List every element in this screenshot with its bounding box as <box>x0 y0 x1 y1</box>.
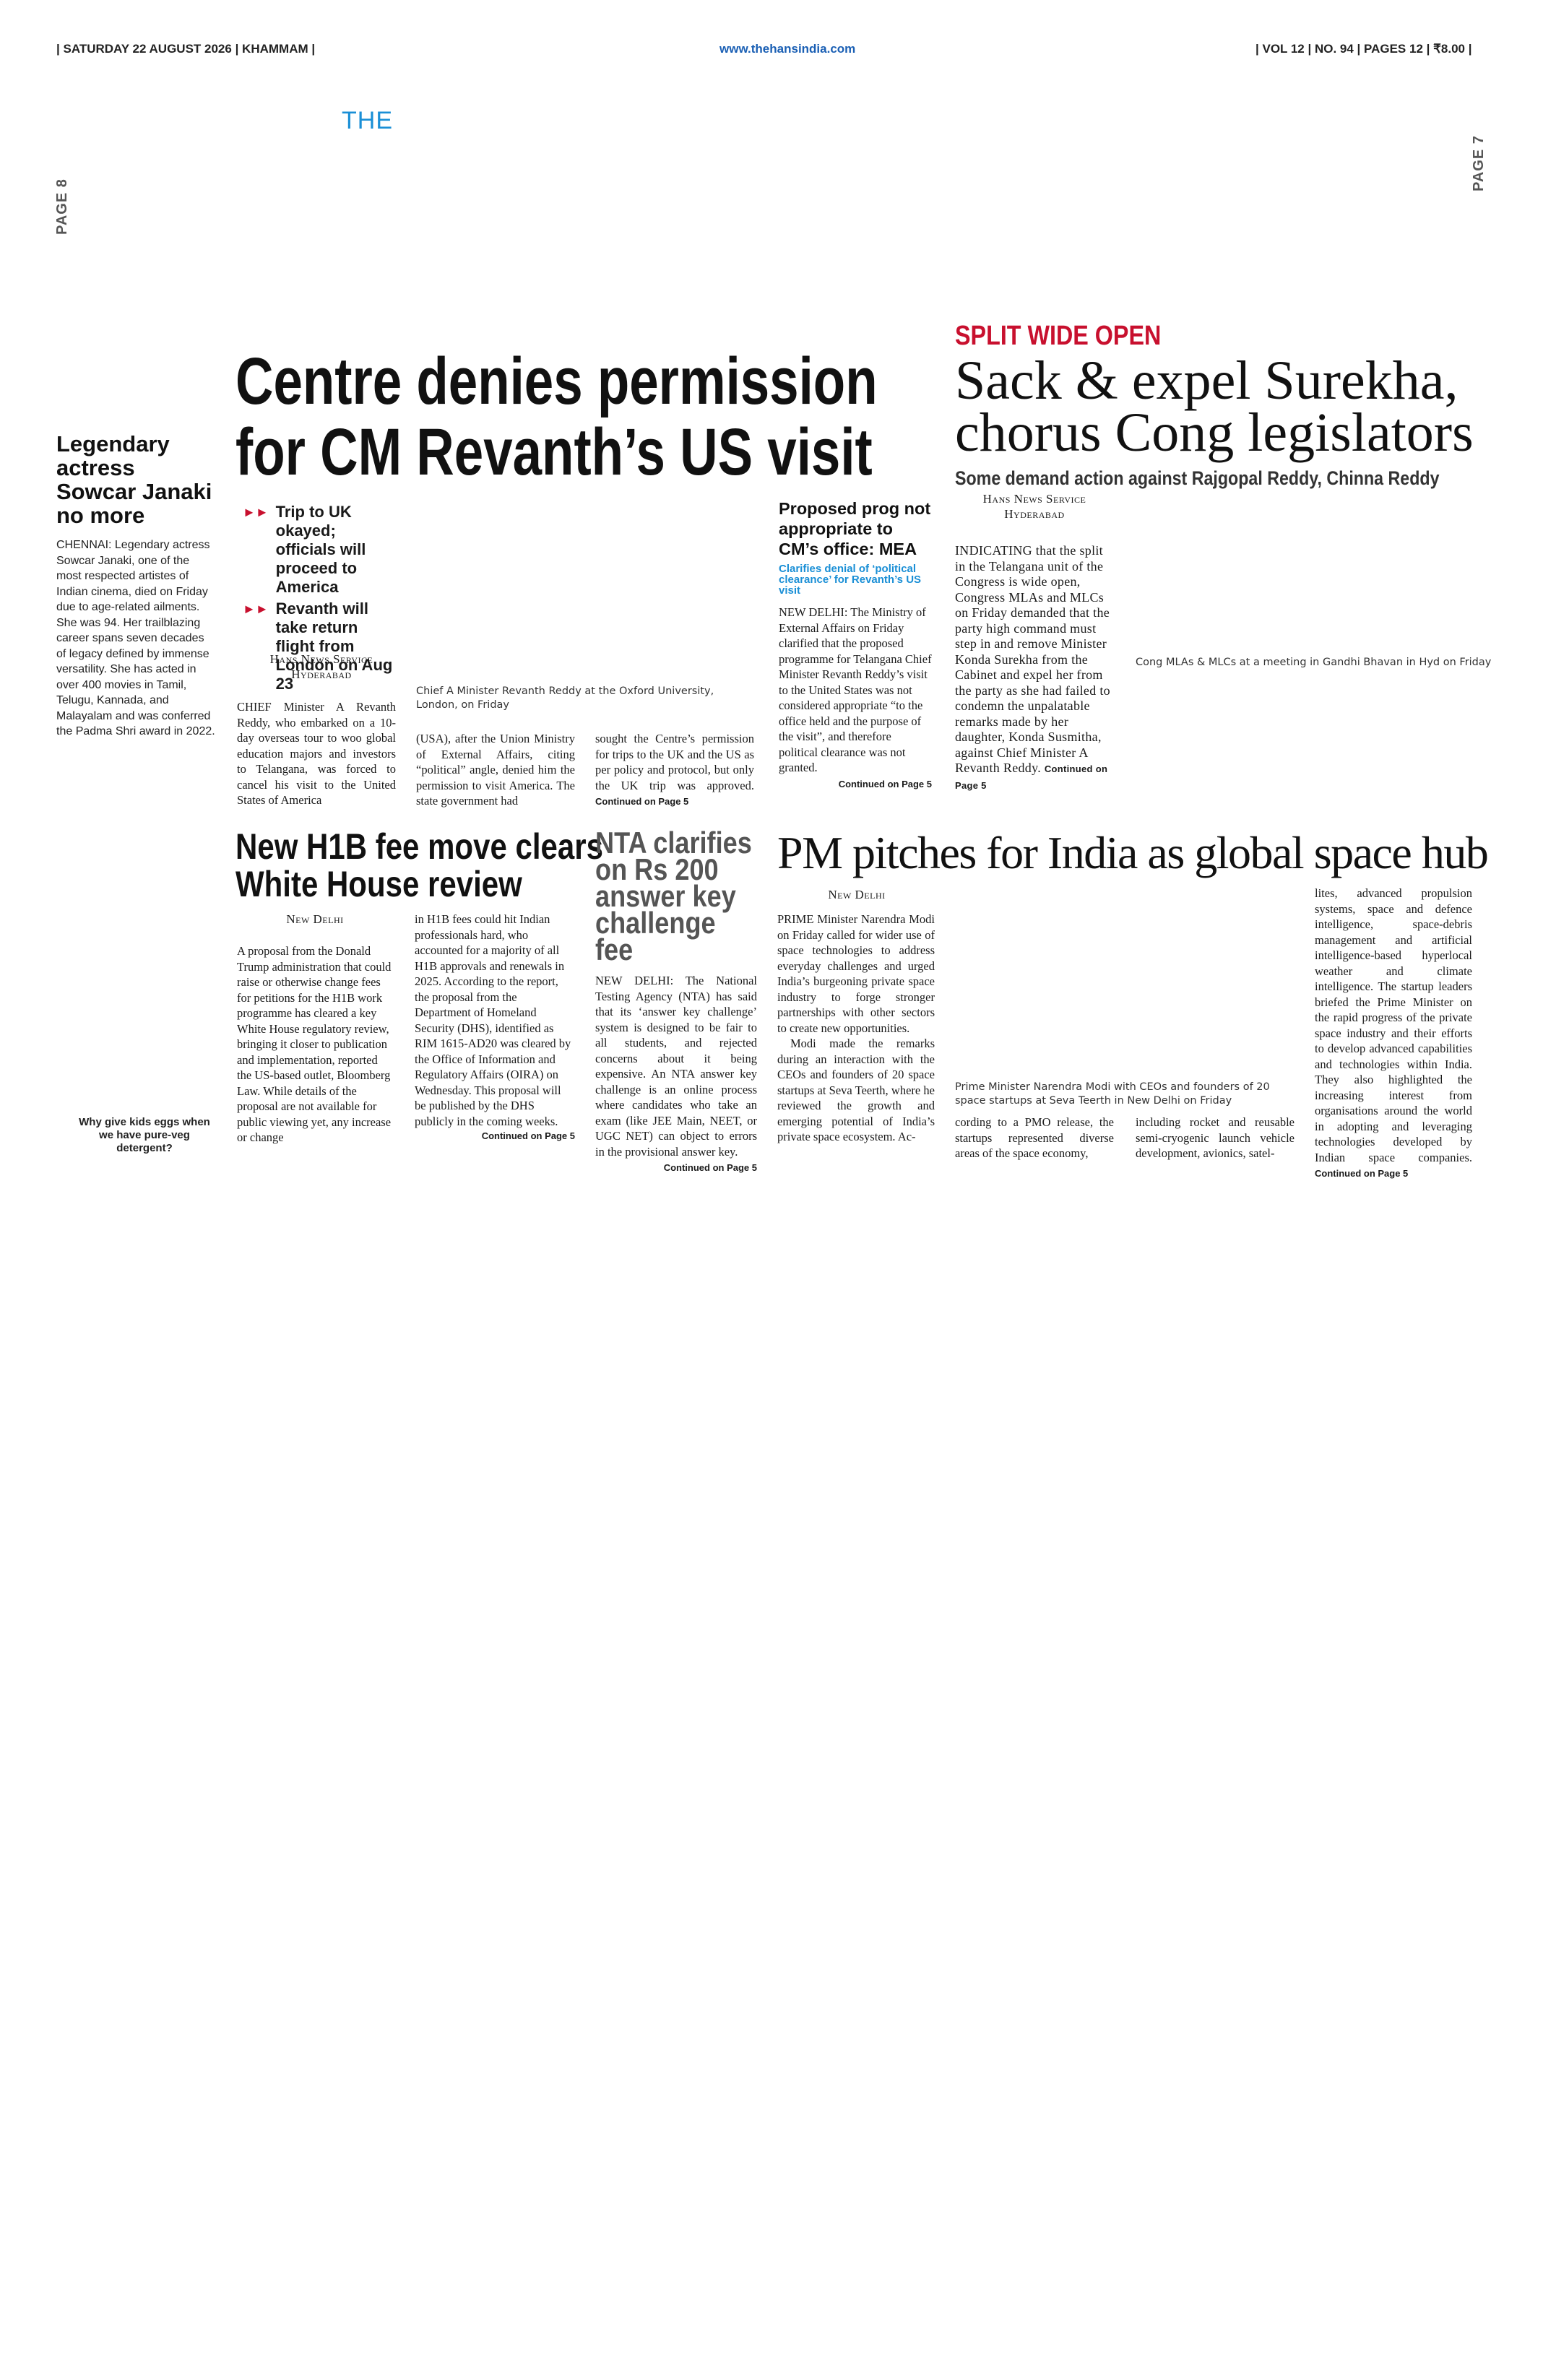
website-link[interactable]: www.thehansindia.com <box>719 42 856 56</box>
page-right-label[interactable]: PAGE 7 <box>1471 135 1487 191</box>
lead-headline-line-2: for CM Revanth’s US visit <box>235 415 873 489</box>
space-para-1: PRIME Minister Narendra Modi on Friday c… <box>777 912 935 1035</box>
space-body-col-2: cording to a PMO release, the startups r… <box>955 1115 1114 1160</box>
surekha-headline-line-1: Sack & expel Surekha, <box>955 350 1458 411</box>
lead-bullet: ►► Trip to UK okayed; officials will pro… <box>243 503 394 597</box>
byline-place: Hyderabad <box>1004 507 1065 521</box>
continued-link[interactable]: Continued on Page 5 <box>595 796 689 807</box>
h1b-headline-line-2: White House review <box>235 864 522 904</box>
sidebar-teaser[interactable]: Why give kids eggs when we have pure-veg… <box>79 1116 210 1154</box>
byline-agency: Hans News Service <box>982 492 1086 506</box>
space-body-col-3: including rocket and reusable semi-cryog… <box>1136 1115 1295 1160</box>
space-byline: New Delhi <box>828 888 886 901</box>
lead-byline: Hans News Service Hyderabad <box>260 652 383 682</box>
lead-bullet-text: Trip to UK okayed; officials will procee… <box>275 503 366 596</box>
space-body-col-1: PRIME Minister Narendra Modi on Friday c… <box>777 912 935 1145</box>
nta-headline[interactable]: NTA clarifies on Rs 200 answer key chall… <box>595 826 752 966</box>
space-photo <box>955 887 1290 1079</box>
nta-body: NEW DELHI: The National Testing Agency (… <box>595 974 757 1159</box>
lead-headline-line-1: Centre denies permission <box>235 345 878 418</box>
surekha-headline-line-2: chorus Cong legislators <box>955 402 1474 463</box>
surekha-kicker: SPLIT WIDE OPEN <box>955 321 1162 351</box>
h1b-col-2-wrap: in H1B fees could hit Indian professiona… <box>415 912 575 1141</box>
surekha-subhead: Some demand action against Rajgopal Redd… <box>955 467 1440 489</box>
lead-photo-caption: Chief A Minister Revanth Reddy at the Ox… <box>416 685 714 711</box>
lead-body-col-2: (USA), after the Union Ministry of Exter… <box>416 732 575 808</box>
space-body-col-4: lites, advanced propulsion systems, spac… <box>1315 886 1472 1182</box>
logo-text: THE <box>342 107 393 134</box>
continued-link[interactable]: Continued on Page 5 <box>481 1130 575 1141</box>
h1b-byline: New Delhi <box>286 912 344 926</box>
h1b-headline-line-1: New H1B fee move clears <box>235 826 603 867</box>
surekha-photo-caption: Cong MLAs & MLCs at a meeting in Gandhi … <box>1136 657 1492 668</box>
space-headline[interactable]: PM pitches for India as global space hub <box>777 827 1489 878</box>
lead-col-3-text: sought the Centre’s permission for trips… <box>595 732 754 792</box>
sidebar-body: CHENNAI: Legendary actress Sowcar Janaki… <box>56 539 215 737</box>
lead-bullet-text: Revanth will take return flight from Lon… <box>275 600 393 693</box>
surekha-byline: Hans News Service Hyderabad <box>955 491 1114 522</box>
double-arrow-icon: ►► <box>243 505 269 519</box>
lead-headline[interactable]: Centre denies permission for CM Revanth’… <box>235 345 929 488</box>
h1b-body-col-2: in H1B fees could hit Indian professiona… <box>415 912 571 1128</box>
continued-link[interactable]: Continued on Page 5 <box>663 1162 757 1173</box>
mea-story: Proposed prog not appropriate to CM’s of… <box>779 498 932 789</box>
lead-photo <box>416 503 731 680</box>
page-left-label[interactable]: PAGE 8 <box>54 178 70 235</box>
space-col-4-text: lites, advanced propulsion systems, spac… <box>1315 886 1472 1164</box>
byline-place: Hyderabad <box>291 667 352 681</box>
mea-subhead: Clarifies denial of ‘political clearance… <box>779 563 922 597</box>
continued-link[interactable]: Continued on Page 5 <box>838 778 932 789</box>
space-photo-caption: Prime Minister Narendra Modi with CEOs a… <box>955 1081 1270 1107</box>
issue-line: | VOL 12 | NO. 94 | PAGES 12 | ₹8.00 | <box>1255 42 1472 56</box>
lead-body-col-1: CHIEF Minister A Revanth Reddy, who emba… <box>237 700 396 807</box>
surekha-headline[interactable]: Sack & expel Surekha, chorus Cong legisl… <box>955 350 1475 463</box>
nta-story: NTA clarifies on Rs 200 answer key chall… <box>595 826 757 1174</box>
lead-bullet: ►► Revanth will take return flight from … <box>243 600 394 693</box>
surekha-story: SPLIT WIDE OPEN Sack & expel Surekha, ch… <box>955 321 1475 490</box>
sidebar-headline[interactable]: Legendary actress Sowcar Janaki no more <box>56 431 212 528</box>
sidebar-brief: Legendary actress Sowcar Janaki no more … <box>56 432 217 740</box>
surekha-photo <box>1136 493 1459 648</box>
continued-link[interactable]: Continued on Page 5 <box>955 763 1108 791</box>
byline-agency: Hans News Service <box>269 652 373 666</box>
double-arrow-icon: ►► <box>243 602 269 616</box>
lead-bullets: ►► Trip to UK okayed; officials will pro… <box>243 503 394 693</box>
date-line: | SATURDAY 22 AUGUST 2026 | KHAMMAM | <box>56 42 316 56</box>
mea-headline[interactable]: Proposed prog not appropriate to CM’s of… <box>779 499 931 558</box>
surekha-body: INDICATING that the split in the Telanga… <box>955 543 1115 793</box>
h1b-headline[interactable]: New H1B fee move clears White House revi… <box>235 826 603 904</box>
mea-body: NEW DELHI: The Ministry of External Affa… <box>779 605 932 774</box>
continued-link[interactable]: Continued on Page 5 <box>1315 1168 1409 1179</box>
surekha-body-text: INDICATING that the split in the Telanga… <box>955 543 1110 775</box>
lead-body-col-3: sought the Centre’s permission for trips… <box>595 731 754 810</box>
space-para-2: Modi made the remarks during an interact… <box>777 1037 935 1143</box>
h1b-body-col-1: A proposal from the Donald Trump adminis… <box>237 944 392 1144</box>
